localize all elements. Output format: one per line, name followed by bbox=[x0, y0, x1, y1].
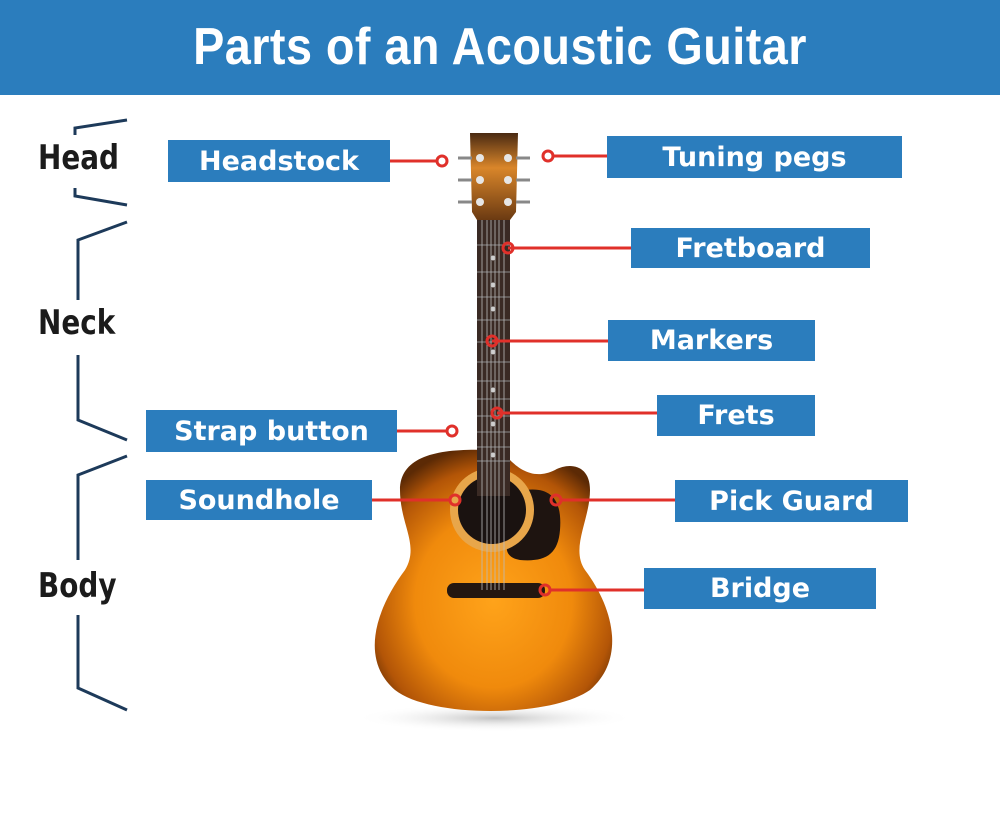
label-soundhole: Soundhole bbox=[146, 480, 372, 520]
section-brackets bbox=[73, 118, 128, 712]
title-banner bbox=[0, 0, 1000, 95]
label-bridge: Bridge bbox=[644, 568, 876, 609]
leader-lines bbox=[372, 149, 675, 597]
label-tuning-pegs: Tuning pegs bbox=[607, 136, 902, 178]
label-pick-guard: Pick Guard bbox=[675, 480, 908, 522]
headstock bbox=[470, 133, 518, 220]
label-fretboard: Fretboard bbox=[631, 228, 870, 268]
guitar-shadow bbox=[355, 704, 635, 732]
label-headstock: Headstock bbox=[168, 140, 390, 182]
tuning-pegs bbox=[458, 156, 530, 204]
bridge bbox=[447, 583, 545, 598]
label-frets: Frets bbox=[657, 395, 815, 436]
pick-guard bbox=[506, 489, 561, 561]
label-markers: Markers bbox=[608, 320, 815, 361]
section-head: Head bbox=[38, 138, 120, 178]
label-strap-button: Strap button bbox=[146, 410, 397, 452]
fret-markers bbox=[490, 255, 496, 458]
fretboard bbox=[477, 216, 510, 496]
diagram-title: Parts of an Acoustic Guitar bbox=[193, 18, 807, 76]
section-body: Body bbox=[38, 566, 117, 606]
section-neck: Neck bbox=[38, 303, 116, 343]
